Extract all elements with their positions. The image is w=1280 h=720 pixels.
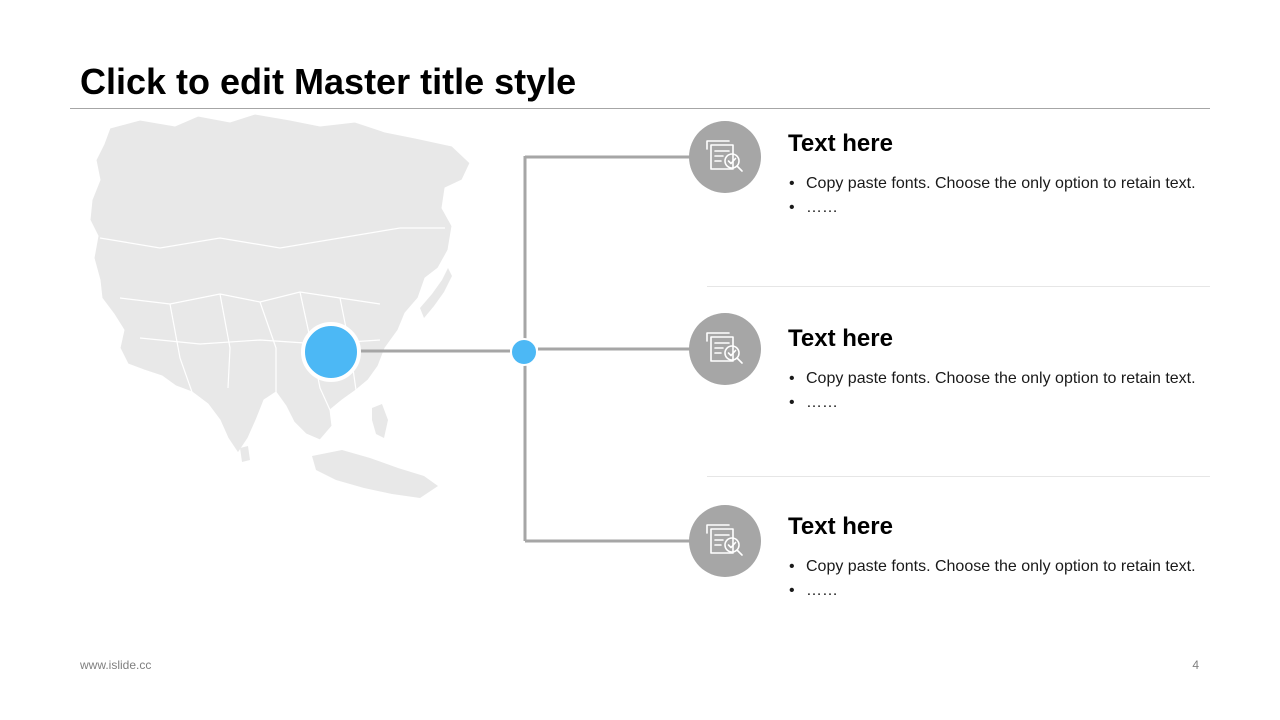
document-search-icon xyxy=(689,313,761,385)
asia-map xyxy=(89,113,471,498)
southeast-islands xyxy=(312,450,438,498)
philippines-landmass xyxy=(372,404,388,438)
bullet-item[interactable]: …… xyxy=(788,579,1196,603)
document-search-icon xyxy=(689,121,761,193)
location-marker xyxy=(301,322,361,382)
item-title[interactable]: Text here xyxy=(788,325,893,352)
document-search-icon xyxy=(689,505,761,577)
bullet-item[interactable]: Copy paste fonts. Choose the only option… xyxy=(788,172,1196,196)
page-number: 4 xyxy=(1192,658,1199,672)
item-divider xyxy=(707,286,1210,287)
japan-landmass xyxy=(420,268,452,318)
bullet-item[interactable]: Copy paste fonts. Choose the only option… xyxy=(788,555,1196,579)
footer-url: www.islide.cc xyxy=(80,658,152,672)
item-bullet-list: Copy paste fonts. Choose the only option… xyxy=(788,367,1196,415)
country-borders xyxy=(99,227,445,411)
bullet-item[interactable]: …… xyxy=(788,196,1196,220)
item-bullet-list: Copy paste fonts. Choose the only option… xyxy=(788,555,1196,603)
item-divider xyxy=(707,476,1210,477)
bullet-item[interactable]: Copy paste fonts. Choose the only option… xyxy=(788,367,1196,391)
title-divider xyxy=(70,108,1210,109)
asia-landmass xyxy=(89,113,471,454)
bullet-item[interactable]: …… xyxy=(788,391,1196,415)
sri-lanka-landmass xyxy=(240,446,250,462)
hub-dot xyxy=(510,338,538,366)
item-title[interactable]: Text here xyxy=(788,130,893,157)
item-bullet-list: Copy paste fonts. Choose the only option… xyxy=(788,172,1196,220)
slide-title[interactable]: Click to edit Master title style xyxy=(80,61,577,102)
item-title[interactable]: Text here xyxy=(788,513,893,540)
